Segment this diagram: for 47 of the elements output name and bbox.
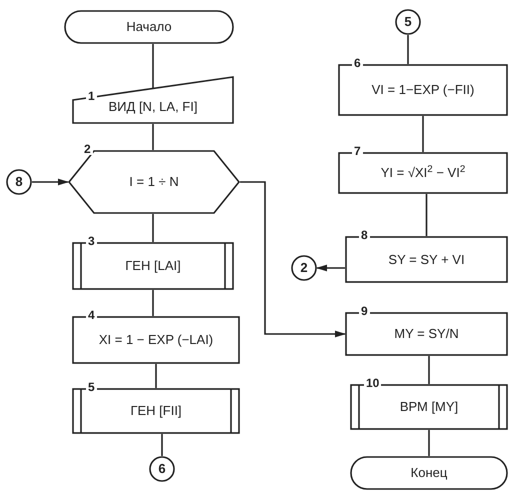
connector-number: 6 [158,460,166,478]
flow-line [152,124,154,150]
connector-number: 2 [300,259,308,278]
flow-line [155,364,157,388]
flow-line [161,434,163,456]
connector-circle [291,255,317,281]
block-number: 3 [86,235,97,247]
connector-number: 5 [404,13,412,32]
node-text: ВРМ [MY] [400,398,458,416]
flow-line [152,214,154,242]
connector-circle [6,169,32,195]
connector-circle [149,456,175,482]
node-text: Конец [410,464,448,482]
flow-line [428,356,430,384]
block-number: 6 [352,57,363,69]
terminal-shape [64,10,234,44]
block-number: 9 [359,305,370,317]
node-text: Начало [126,18,172,36]
connector-number: 8 [15,173,23,192]
node-text: MY = SY/N [394,325,459,344]
block-number: 2 [82,143,93,155]
block-number: 1 [86,90,97,102]
block-number: 5 [86,381,97,393]
flow-line [240,181,346,338]
flow-line [152,290,154,316]
flow-line [426,194,428,236]
node-text: XI = 1 − EXP (−LAI) [98,331,214,350]
node-text: ГЕН [FII] [130,402,182,420]
manual-input-shape [72,76,234,124]
node-text: YI = √XI$^{2}$ − VI$^{2}$ [380,163,466,182]
node-text: ВИД [N, LA, FI] [108,98,198,116]
node-text: ГЕН [LAI] [125,257,181,276]
flow-line [152,44,154,88]
block-number: 8 [359,229,370,241]
flow-line [32,178,70,186]
flow-line [422,116,424,152]
flow-line [428,430,430,456]
flow-line [407,35,409,64]
block-number: 10 [364,377,382,389]
node-text: SY = SY + VI [388,250,465,269]
flow-line [316,264,345,272]
node-text: VI = 1−EXP (−FII) [372,81,474,100]
terminal-shape [350,456,508,490]
block-number: 4 [86,309,97,321]
connector-circle [395,9,421,35]
block-number: 7 [352,145,363,157]
node-text: I = 1 ÷ N [129,173,179,192]
